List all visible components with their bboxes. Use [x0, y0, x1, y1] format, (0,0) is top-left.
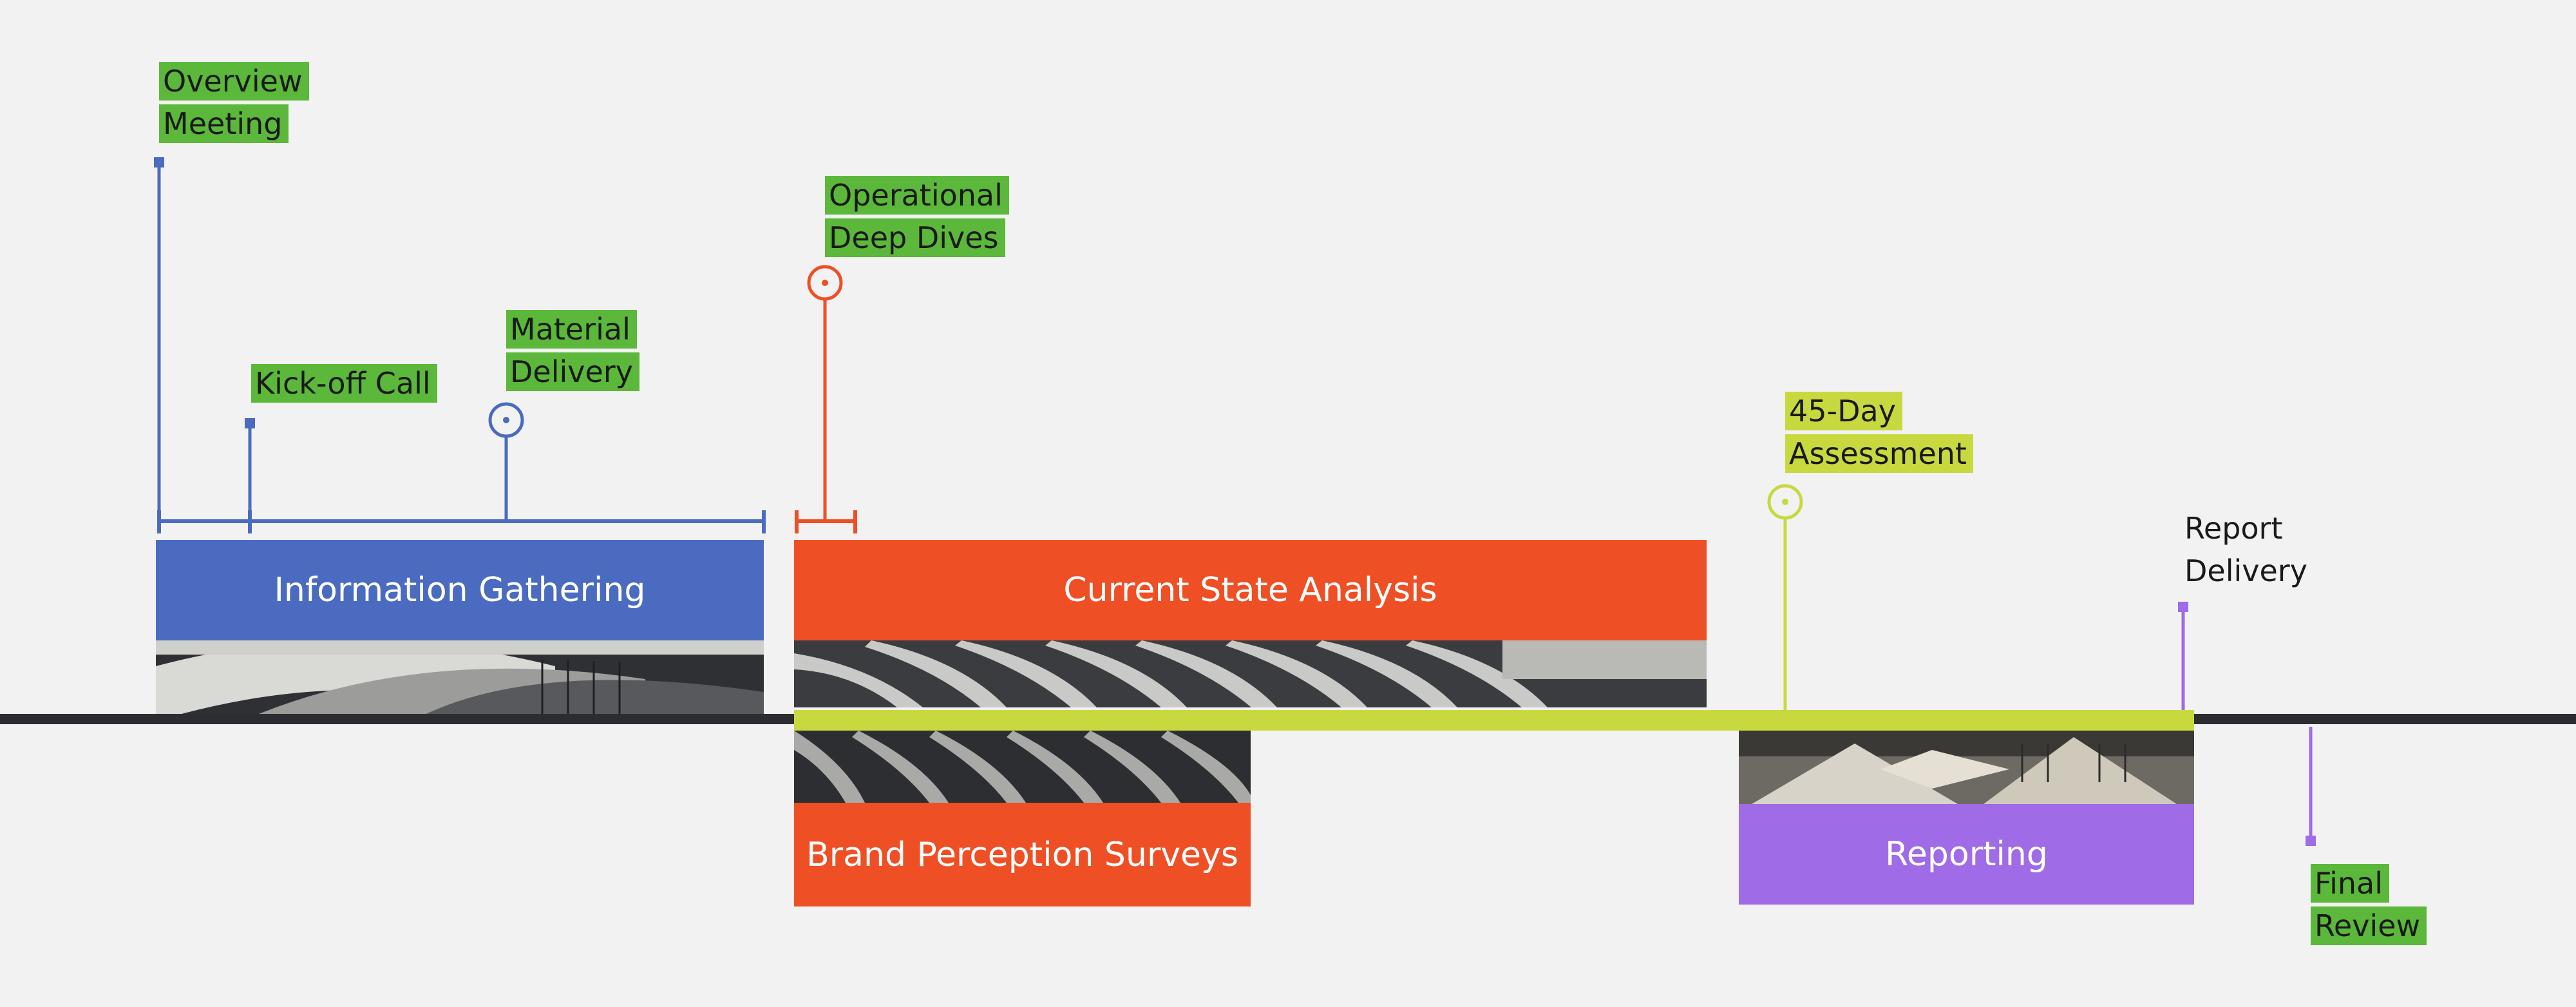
square-marker-icon	[245, 418, 255, 428]
architecture-photo-icon	[156, 640, 764, 714]
architecture-photo-icon	[1739, 731, 2194, 804]
milestone-overview-meeting: Overview Meeting	[159, 62, 327, 146]
square-marker-icon	[154, 157, 164, 168]
milestone-label-line: Meeting	[159, 104, 289, 143]
phase-label: Brand Perception Surveys	[806, 835, 1238, 874]
milestone-label-line: Report	[2184, 511, 2283, 546]
milestone-label-line: Kick-off Call	[251, 364, 437, 403]
milestone-label-line: Overview	[159, 62, 309, 101]
milestone-label-line: Delivery	[2184, 553, 2307, 588]
milestone-label-line: Review	[2311, 906, 2427, 945]
milestone-kickoff-call: Kick-off Call	[251, 364, 457, 405]
material-delivery-marker	[488, 402, 524, 521]
phase-label: Reporting	[1885, 835, 2048, 874]
phase-brand-perception-surveys: Brand Perception Surveys	[794, 803, 1251, 906]
milestone-label-line: Material	[506, 310, 637, 349]
square-marker-icon	[2306, 836, 2316, 846]
phase-label: Information Gathering	[274, 571, 646, 609]
milestone-operational-deep-dives: Operational Deep Dives	[825, 176, 1044, 260]
milestone-label-line: Operational	[825, 176, 1009, 215]
phase-current-state-analysis: Current State Analysis	[794, 540, 1707, 640]
milestone-final-review: Final Review	[2311, 864, 2452, 948]
milestone-label-line: 45-Day	[1785, 392, 1902, 430]
final-review-marker	[2306, 727, 2316, 846]
milestone-45-day-assessment: 45-Day Assessment	[1785, 392, 1991, 475]
milestone-report-delivery: Report Delivery	[2184, 507, 2352, 597]
overview-meeting-marker	[154, 157, 164, 521]
architecture-photo-icon	[794, 731, 1251, 803]
phase-label: Current State Analysis	[1063, 571, 1437, 609]
phase-information-gathering: Information Gathering	[156, 540, 764, 640]
milestone-label-line: Final	[2311, 864, 2390, 903]
milestone-label-line: Delivery	[506, 352, 639, 391]
milestone-material-delivery: Material Delivery	[506, 310, 674, 394]
milestone-label-line: Deep Dives	[825, 218, 1005, 257]
assessment-marker	[1767, 484, 1803, 710]
deep-dives-marker	[807, 265, 843, 301]
information-gathering-bracket	[157, 510, 766, 533]
assessment-span-bar	[794, 710, 2194, 731]
kickoff-call-marker	[245, 418, 255, 521]
deep-dives-bracket	[795, 300, 857, 533]
milestone-label-line: Assessment	[1785, 434, 1973, 473]
architecture-photo-icon	[794, 640, 1707, 707]
square-marker-icon	[2178, 602, 2188, 612]
report-delivery-marker	[2178, 602, 2188, 710]
phase-reporting: Reporting	[1739, 804, 2194, 905]
